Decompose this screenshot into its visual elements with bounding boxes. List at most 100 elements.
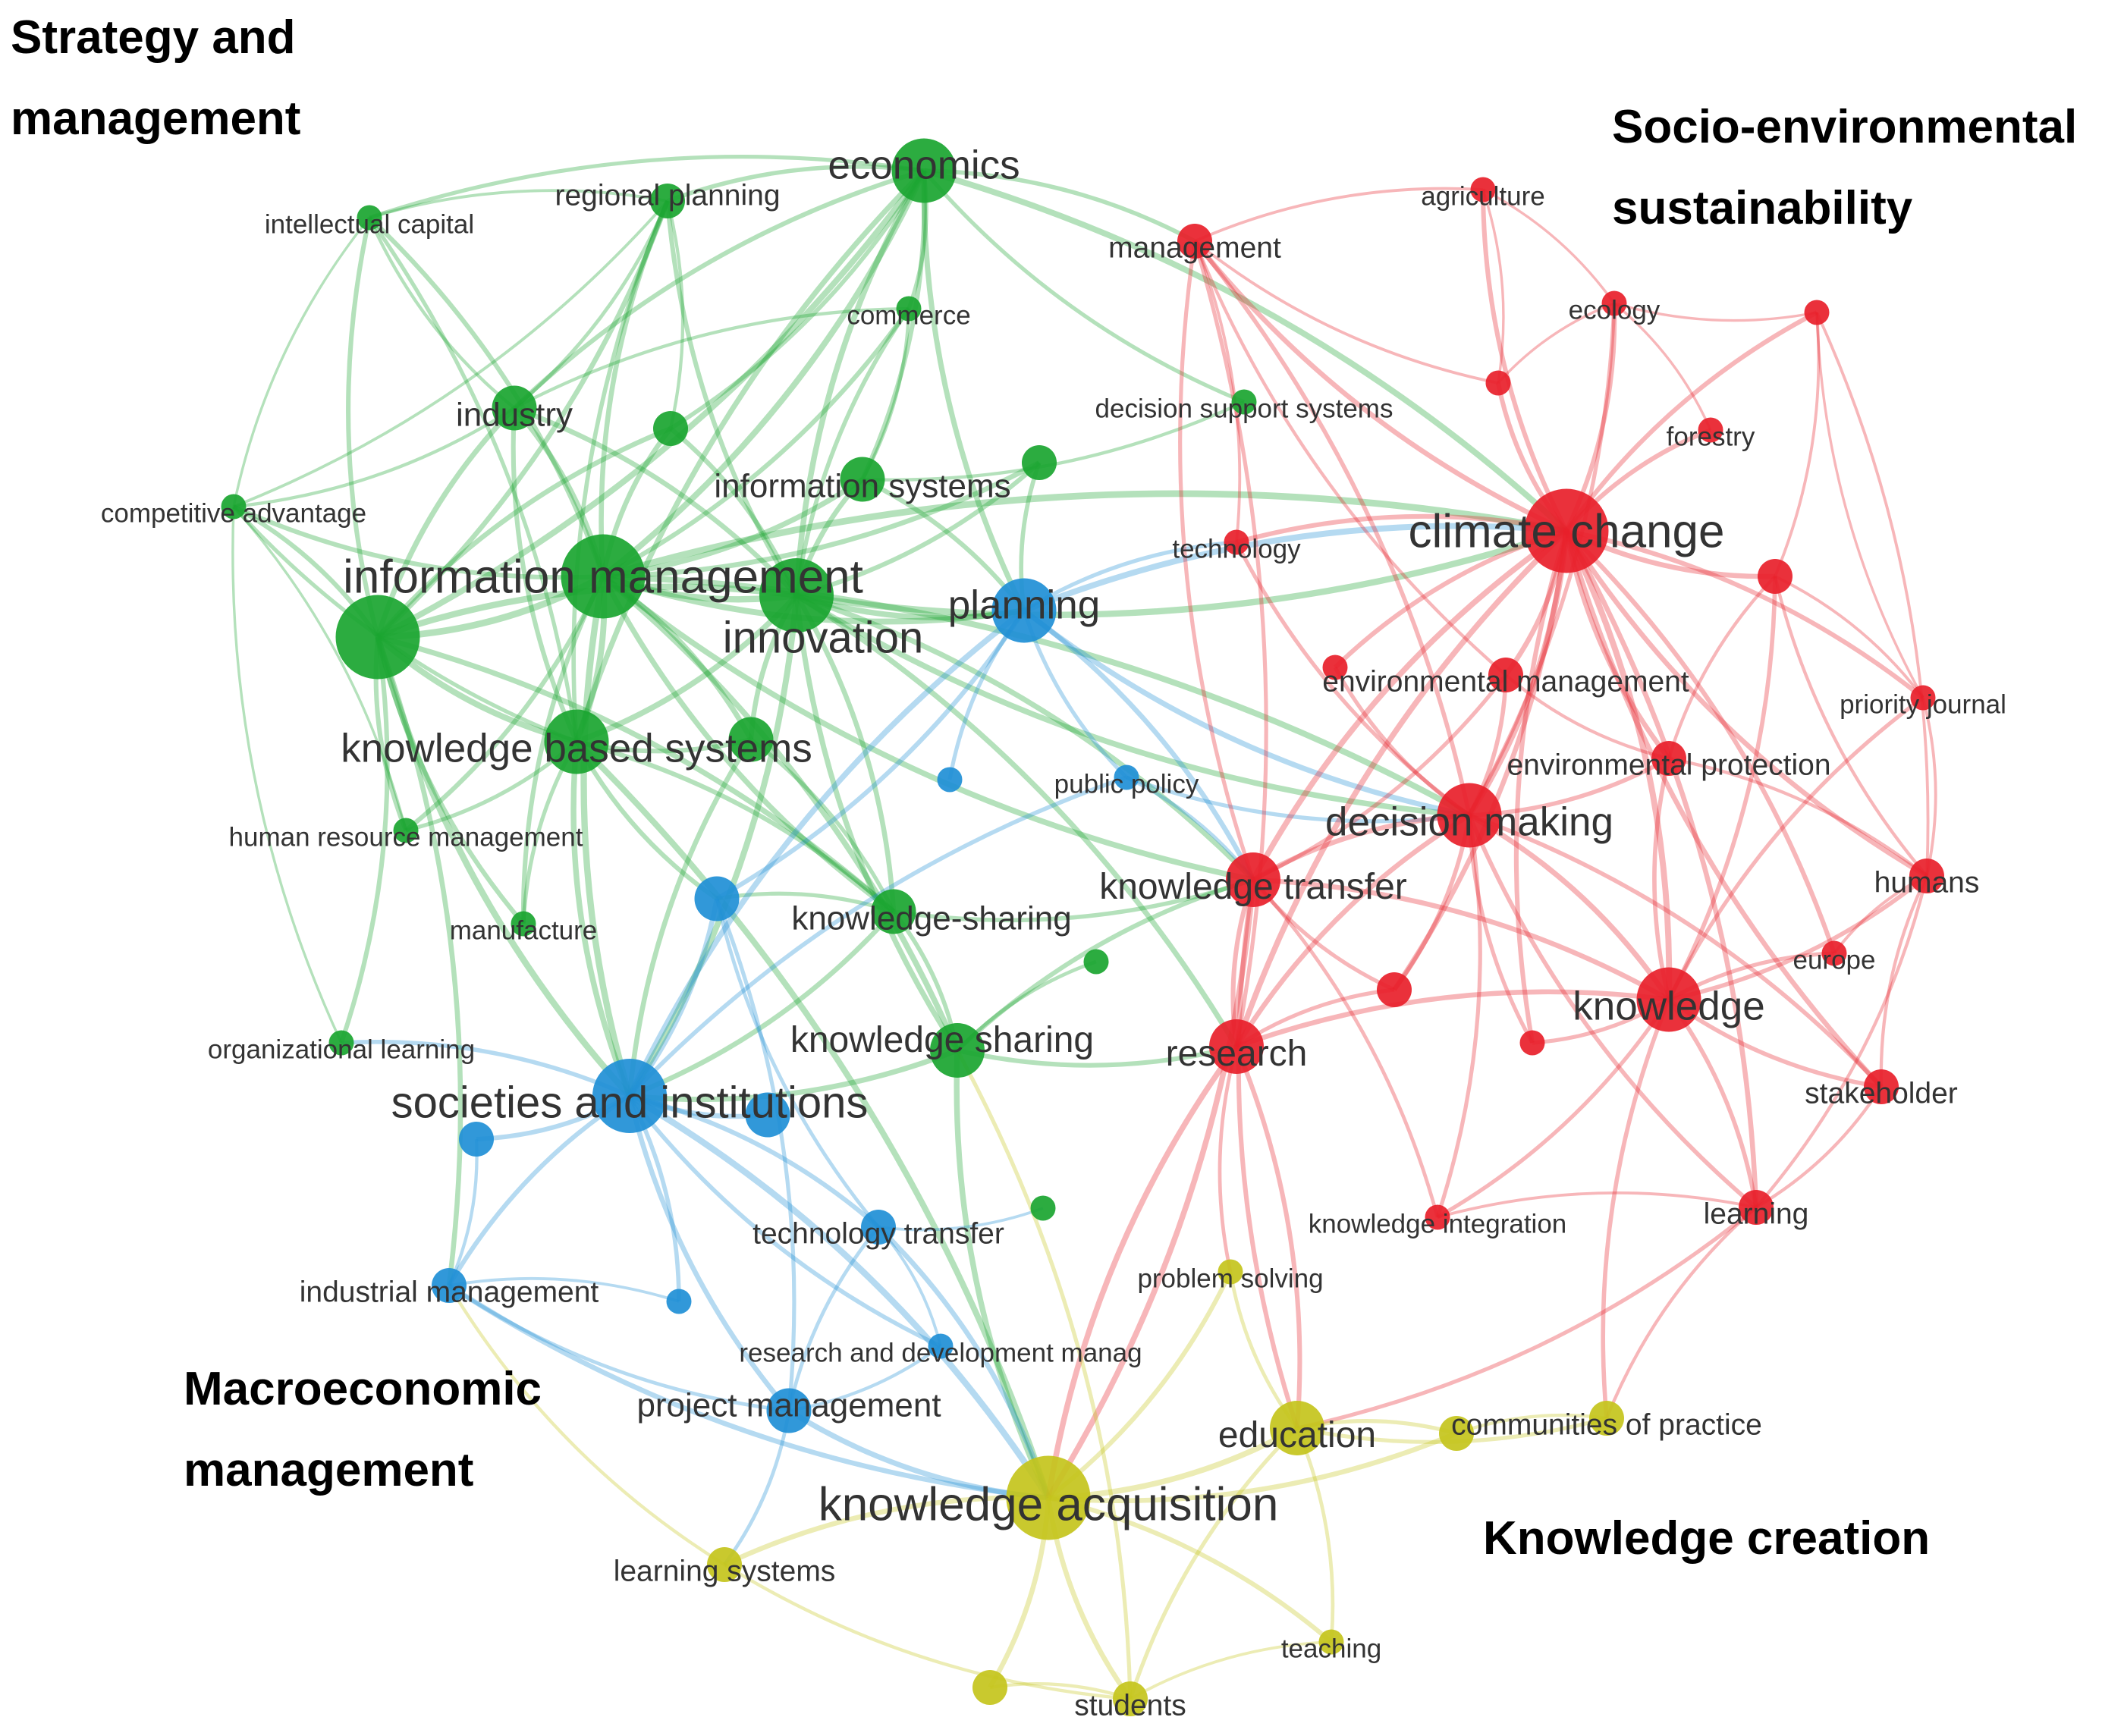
node-forestry[interactable] — [1698, 417, 1723, 443]
node-stakeholder[interactable] — [1864, 1069, 1899, 1104]
node-ecology[interactable] — [1601, 290, 1627, 316]
link-commerce-information-management — [602, 307, 911, 579]
node-r-unlabeled-2[interactable] — [1804, 300, 1830, 325]
node-knowledge-acquisition[interactable] — [1006, 1455, 1091, 1540]
node-g-unlabeled-big[interactable] — [335, 595, 420, 680]
node-research[interactable] — [1209, 1019, 1264, 1074]
node-environmental-management[interactable] — [1488, 658, 1523, 692]
link-management-technology — [1193, 240, 1242, 543]
node-knowledge-based-systems[interactable] — [544, 709, 609, 774]
node-project-management[interactable] — [766, 1388, 812, 1433]
link-research-education — [1234, 1045, 1302, 1429]
node-y-unlabeled-2[interactable] — [972, 1670, 1007, 1705]
node-organizational-learning[interactable] — [328, 1030, 354, 1056]
link-industry-innovation — [513, 405, 799, 598]
node-climate-change[interactable] — [1524, 488, 1609, 573]
node-g-unlabeled-2[interactable] — [1022, 445, 1057, 480]
cluster-title-socio-environmental: Socio-environmental sustainability — [1612, 101, 2090, 234]
node-competitive-advantage[interactable] — [221, 494, 247, 520]
node-label-regional-planning: regional planning — [555, 180, 780, 212]
node-label-knowledge: knowledge — [1573, 984, 1764, 1029]
node-management[interactable] — [1177, 224, 1212, 259]
node-learning-systems[interactable] — [707, 1547, 742, 1582]
node-communities-of-practice[interactable] — [1589, 1401, 1624, 1436]
node-societies-and-institutions[interactable] — [592, 1059, 667, 1133]
node-b-unlabeled-4[interactable] — [459, 1122, 494, 1157]
node-commerce[interactable] — [896, 296, 922, 322]
node-y-unlabeled-1[interactable] — [1439, 1416, 1474, 1451]
node-public-policy[interactable] — [1114, 764, 1139, 790]
node-g-unlabeled-3[interactable] — [728, 717, 774, 762]
node-label-knowledge-sharing-hyphen: knowledge-sharing — [791, 899, 1071, 937]
node-knowledge-integration[interactable] — [1425, 1204, 1450, 1230]
node-r-unlabeled-3[interactable] — [1758, 559, 1793, 594]
node-priority-journal[interactable] — [1910, 685, 1936, 711]
link-innovation-knowledge-transfer — [795, 592, 1255, 882]
link-knowledge-sharing-societies-and-institutions — [629, 1047, 959, 1103]
link-knowledge-sharing-research — [957, 1044, 1237, 1068]
node-g-unlabeled-5[interactable] — [1083, 949, 1109, 975]
link-societies-and-institutions-organizational-learning — [341, 1039, 631, 1098]
node-b-unlabeled-3[interactable] — [745, 1092, 790, 1138]
node-human-resource-management[interactable] — [393, 818, 419, 843]
node-g-unlabeled-1[interactable] — [653, 411, 688, 446]
node-economics[interactable] — [891, 138, 957, 203]
node-research-and-development[interactable] — [928, 1333, 954, 1359]
node-information-systems[interactable] — [840, 457, 885, 502]
node-problem-solving[interactable] — [1218, 1259, 1243, 1285]
link-knowledge-knowledge-integration — [1436, 998, 1671, 1220]
link-humans-stakeholder — [1879, 875, 1928, 1088]
node-regional-planning[interactable] — [650, 184, 685, 218]
node-g-unlabeled-4[interactable] — [1030, 1195, 1056, 1221]
node-label-research: research — [1166, 1034, 1308, 1074]
link-planning-knowledge-transfer — [1023, 608, 1255, 881]
node-information-management[interactable] — [561, 534, 646, 619]
node-technology-transfer[interactable] — [861, 1210, 896, 1245]
node-knowledge-sharing[interactable] — [930, 1023, 985, 1078]
link-planning-societies-and-institutions — [627, 608, 1026, 1097]
link-knowledge-transfer-knowledge — [1252, 877, 1670, 1002]
node-b-unlabeled-5[interactable] — [666, 1289, 692, 1314]
link-regional-planning-knowledge-based-systems — [571, 199, 670, 742]
node-r-unlabeled-5[interactable] — [1377, 972, 1412, 1007]
node-knowledge-transfer[interactable] — [1226, 852, 1280, 907]
node-r-unlabeled-4[interactable] — [1322, 655, 1348, 680]
link-competitive-advantage-organizational-learning — [231, 506, 343, 1044]
node-r-unlabeled-6[interactable] — [1519, 1030, 1545, 1056]
node-intellectual-capital[interactable] — [357, 205, 382, 231]
node-education[interactable] — [1270, 1401, 1324, 1455]
node-industrial-management[interactable] — [432, 1268, 467, 1303]
link-information-management-knowledge-sharing-hyphen — [600, 575, 896, 914]
link-b-unlabeled-2-project-management — [715, 898, 796, 1411]
node-decision-support-systems[interactable] — [1231, 389, 1257, 415]
link-regional-planning-competitive-advantage — [233, 199, 669, 508]
link-innovation-knowledge-sharing — [793, 595, 960, 1052]
node-students[interactable] — [1113, 1681, 1148, 1716]
node-label-knowledge-acquisition: knowledge acquisition — [818, 1479, 1279, 1531]
link-knowledge-based-systems-societies-and-institutions — [570, 741, 633, 1097]
node-knowledge-sharing-hyphen[interactable] — [871, 889, 916, 934]
node-r-unlabeled-1[interactable] — [1485, 370, 1511, 396]
node-knowledge[interactable] — [1636, 967, 1701, 1032]
node-b-unlabeled-2[interactable] — [694, 876, 740, 921]
node-europe[interactable] — [1821, 940, 1847, 966]
node-b-unlabeled-1[interactable] — [937, 767, 963, 793]
node-agriculture[interactable] — [1470, 177, 1496, 202]
link-intellectual-capital-information-management — [367, 215, 605, 578]
node-humans[interactable] — [1909, 859, 1944, 893]
node-decision-making[interactable] — [1437, 783, 1502, 848]
node-planning[interactable] — [991, 578, 1057, 643]
node-environmental-protection[interactable] — [1651, 741, 1686, 776]
node-industry[interactable] — [492, 385, 537, 431]
link-education-students — [1128, 1427, 1299, 1700]
link-economics-g-unlabeled-1 — [669, 169, 926, 431]
node-innovation[interactable] — [759, 558, 834, 633]
node-label-research-and-development: research and development manag — [739, 1338, 1142, 1367]
node-manufacture[interactable] — [511, 911, 536, 937]
link-knowledge-sharing-knowledge-acquisition — [954, 1050, 1051, 1499]
node-technology[interactable] — [1224, 529, 1249, 555]
node-learning[interactable] — [1739, 1190, 1774, 1225]
node-teaching[interactable] — [1318, 1629, 1344, 1655]
link-economics-climate-change — [922, 168, 1569, 533]
link-knowledge-learning — [1667, 998, 1758, 1208]
